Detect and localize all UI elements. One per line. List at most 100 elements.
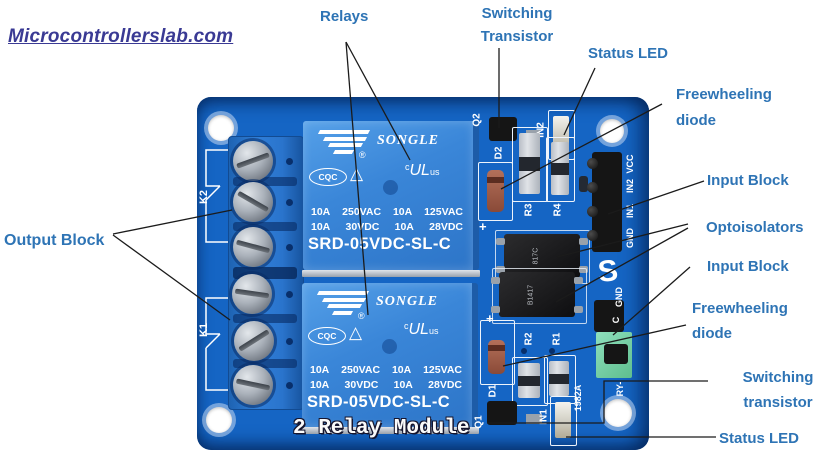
silkscreen-k2: K2 — [198, 189, 210, 205]
terminal-screw — [234, 321, 274, 361]
terminal-wire-hole — [286, 158, 293, 165]
silkscreen-r3: R3 — [523, 203, 535, 217]
silkscreen-r2: R2 — [523, 332, 535, 346]
header-pin — [587, 206, 598, 217]
terminal-wire-hole — [286, 382, 293, 389]
pin-label-gnd: GND — [625, 228, 635, 248]
board-title: 2 Relay Module — [293, 417, 470, 440]
terminal-wire-hole — [286, 199, 293, 206]
silkscreen-plus: + — [479, 219, 487, 234]
transistor-q1 — [487, 401, 517, 425]
relay-base-edge — [302, 270, 480, 277]
silkscreen-d2: D2 — [493, 146, 505, 160]
terminal-wire-hole — [286, 338, 293, 345]
site-logo: Microcontrollerslab.com — [8, 26, 234, 47]
silkscreen-q1: Q1 — [473, 415, 485, 429]
terminal-screw — [232, 274, 272, 314]
ic-pin — [574, 277, 583, 284]
silkscreen-plus: + — [486, 311, 494, 326]
terminal-slot — [233, 177, 297, 186]
terminal-screw — [233, 227, 273, 267]
resistor-r2 — [518, 363, 540, 398]
label-switching-transistor-bottom: Switching transistor — [742, 369, 814, 411]
ic-pin — [496, 238, 505, 245]
rating-cell: 10A — [391, 364, 412, 376]
rating-cell: 10A — [392, 206, 413, 218]
label-input-block-bottom: Input Block — [707, 258, 789, 275]
opto-marking: B1417 — [527, 284, 535, 306]
relay-dimple — [383, 180, 398, 195]
rating-cell: 10A — [310, 364, 330, 376]
relay-model: SRD-05VDC-SL-C — [307, 393, 451, 411]
header-pin — [587, 182, 598, 193]
ic-pin — [491, 277, 500, 284]
relay-dimple — [382, 339, 397, 354]
label-switching-transistor-top: Switching Transistor — [480, 5, 554, 45]
silkscreen-batch: 1982A — [573, 384, 583, 412]
registered-mark: ® — [359, 150, 366, 160]
rating-cell: 30VDC — [344, 379, 379, 391]
resistor-band — [519, 157, 540, 171]
triangle-mark: △ — [350, 164, 364, 183]
freewheeling-diode-d2 — [487, 170, 504, 212]
label-freewheeling-diode-top: Freewheeling diode — [676, 86, 772, 129]
rating-cell: 30VDC — [345, 221, 380, 233]
resistor-band — [518, 376, 540, 386]
resistor-band — [551, 163, 569, 175]
terminal-wire-hole — [286, 291, 293, 298]
relay-model: SRD-05VDC-SL-C — [308, 235, 452, 253]
rating-cell: 10A — [311, 221, 331, 233]
ic-pin — [579, 238, 588, 245]
opto-marking: 817C — [532, 247, 540, 265]
rating-cell: 250VAC — [342, 206, 382, 218]
header-pin — [587, 230, 598, 241]
pin-label-vcc: VCC — [625, 154, 635, 174]
pin-label-c: C — [611, 316, 621, 324]
pin-label-gnd-2: GND — [614, 287, 624, 307]
terminal-wire-hole — [286, 244, 293, 251]
rating-cell: 125VAC — [423, 364, 462, 376]
silkscreen-d1: D1 — [487, 384, 499, 398]
silkscreen-k1: K1 — [198, 322, 210, 338]
ic-pin — [496, 266, 505, 273]
pin-label-in2: IN2 — [625, 178, 635, 194]
resistor-band — [549, 374, 569, 384]
label-output-block: Output Block — [4, 232, 105, 249]
rating-cell: 125VAC — [424, 206, 463, 218]
registered-mark: ® — [358, 311, 365, 321]
terminal-slot — [233, 314, 297, 323]
mounting-hole — [600, 119, 624, 143]
label-input-block-top: Input Block — [707, 172, 789, 189]
terminal-screw — [233, 365, 273, 405]
diode-band — [488, 345, 505, 351]
ul-mark: cULus — [404, 321, 439, 338]
terminal-screw — [233, 141, 273, 181]
optoisolator-bottom — [499, 272, 575, 317]
maker-logo: S — [596, 254, 620, 289]
rating-cell: 28VDC — [429, 221, 463, 233]
label-optoisolators: Optoisolators — [706, 219, 804, 236]
silkscreen-ry: RY- — [615, 381, 625, 397]
label-status-led-top: Status LED — [588, 45, 669, 62]
diode-band — [487, 177, 504, 183]
ic-pin — [574, 306, 583, 313]
header-pin — [587, 158, 598, 169]
cqc-mark: CQC — [308, 327, 346, 345]
ic-pin — [491, 306, 500, 313]
label-freewheeling-diode-bottom: Freewheeling diode — [692, 300, 788, 342]
jumper-cap — [604, 344, 628, 364]
pin-label-in1: IN1 — [625, 203, 635, 219]
relay-ratings-row: 10A 30VDC 10A 28VDC — [311, 221, 463, 233]
triangle-mark: △ — [349, 323, 363, 342]
resistor-r1 — [549, 361, 569, 396]
rating-cell: 10A — [393, 379, 413, 391]
relay-brand: SONGLE — [377, 133, 440, 148]
rating-cell: 28VDC — [428, 379, 462, 391]
rating-cell: 10A — [394, 221, 414, 233]
